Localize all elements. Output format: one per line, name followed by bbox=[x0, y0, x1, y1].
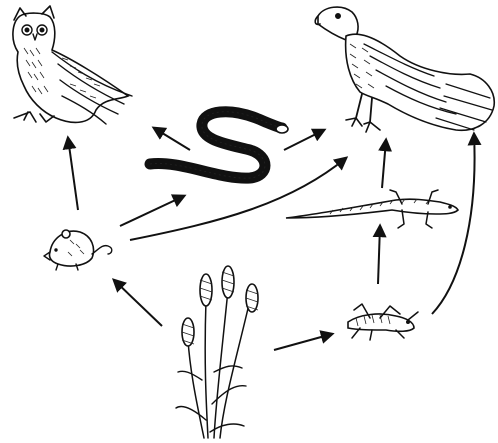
wheat-head bbox=[222, 266, 234, 298]
wheat-head bbox=[246, 284, 258, 312]
arrow-mouse-to-hawk bbox=[130, 158, 346, 240]
arrow-snake-to-hawk bbox=[284, 130, 324, 150]
wheat-icon bbox=[176, 266, 258, 438]
arrow-mouse-to-owl bbox=[68, 138, 78, 210]
arrow-grasshopper-to-lizard bbox=[378, 226, 380, 284]
grasshopper-icon bbox=[348, 304, 418, 340]
arrow-grasshopper-to-hawk bbox=[432, 134, 475, 314]
hawk-icon bbox=[315, 7, 494, 132]
wheat-head bbox=[182, 318, 194, 346]
arrow-wheat-to-mouse bbox=[114, 280, 162, 326]
owl-icon bbox=[13, 6, 132, 124]
arrow-wheat-to-grasshopper bbox=[274, 334, 332, 350]
arrow-mouse-to-snake bbox=[120, 196, 184, 226]
arrows-group bbox=[68, 128, 475, 350]
arrow-snake-to-owl bbox=[154, 128, 190, 150]
arrow-lizard-to-hawk bbox=[382, 140, 386, 188]
snake-icon bbox=[150, 112, 288, 178]
lizard-icon bbox=[286, 190, 458, 228]
wheat-head bbox=[200, 274, 212, 306]
mouse-icon bbox=[44, 230, 112, 270]
